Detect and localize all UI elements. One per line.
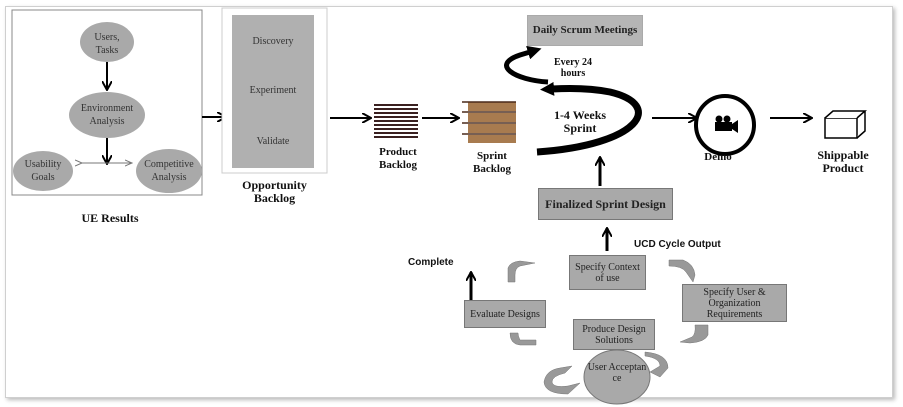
opportunity-discovery: Discovery <box>252 36 294 47</box>
product-backlog-icon <box>374 103 418 140</box>
ue-node-environment <box>69 92 145 138</box>
sprint-backlog-icon <box>462 101 516 143</box>
ue-usability-label: Usability Goals <box>24 159 62 183</box>
ue-node-competitive <box>136 149 202 193</box>
daily-loop-arrow <box>504 45 549 85</box>
ucd-produce-design: Produce Design Solutions <box>573 319 655 350</box>
shippable-product-label: Shippable Product <box>817 148 869 175</box>
ue-node-usability <box>13 151 73 191</box>
opportunity-validate: Validate <box>256 136 290 147</box>
sprint-duration-label: 1-4 Weeks Sprint <box>553 108 607 135</box>
frame <box>5 6 893 398</box>
ucd-evaluate-designs: Evaluate Designs <box>464 300 546 328</box>
every-24-hours-label: Every 24 hours <box>553 57 593 79</box>
ue-users-label: Users, Tasks <box>94 32 120 56</box>
finalized-sprint-design-box: Finalized Sprint Design <box>538 188 673 220</box>
opportunity-backlog-label: Opportunity Backlog <box>242 178 307 205</box>
demo-label: Demo <box>704 151 732 163</box>
ucd-user-acceptance-label: User Acceptance <box>587 362 647 384</box>
sprint-backlog-label: Sprint Backlog <box>473 150 511 175</box>
video-camera-icon <box>694 94 756 156</box>
ue-competitive-label: Competitive Analysis <box>144 159 194 183</box>
ucd-specify-requirements: Specify User & Organization Requirements <box>682 284 787 322</box>
product-backlog-label: Product Backlog <box>379 146 417 171</box>
ue-results-label: UE Results <box>81 211 139 225</box>
ucd-output-label: UCD Cycle Output <box>634 239 721 250</box>
opportunity-experiment: Experiment <box>249 85 297 96</box>
complete-label: Complete <box>408 257 454 268</box>
cycle-arrows <box>507 259 709 395</box>
sprint-loop-arrow <box>536 81 642 156</box>
ue-node-users <box>80 22 134 62</box>
ucd-user-acceptance <box>583 349 651 405</box>
ue-environment-label: Environment Analysis <box>80 103 134 127</box>
daily-scrum-box: Daily Scrum Meetings <box>527 15 643 46</box>
box-icon <box>824 110 867 139</box>
ucd-specify-context: Specify Context of use <box>569 255 646 290</box>
